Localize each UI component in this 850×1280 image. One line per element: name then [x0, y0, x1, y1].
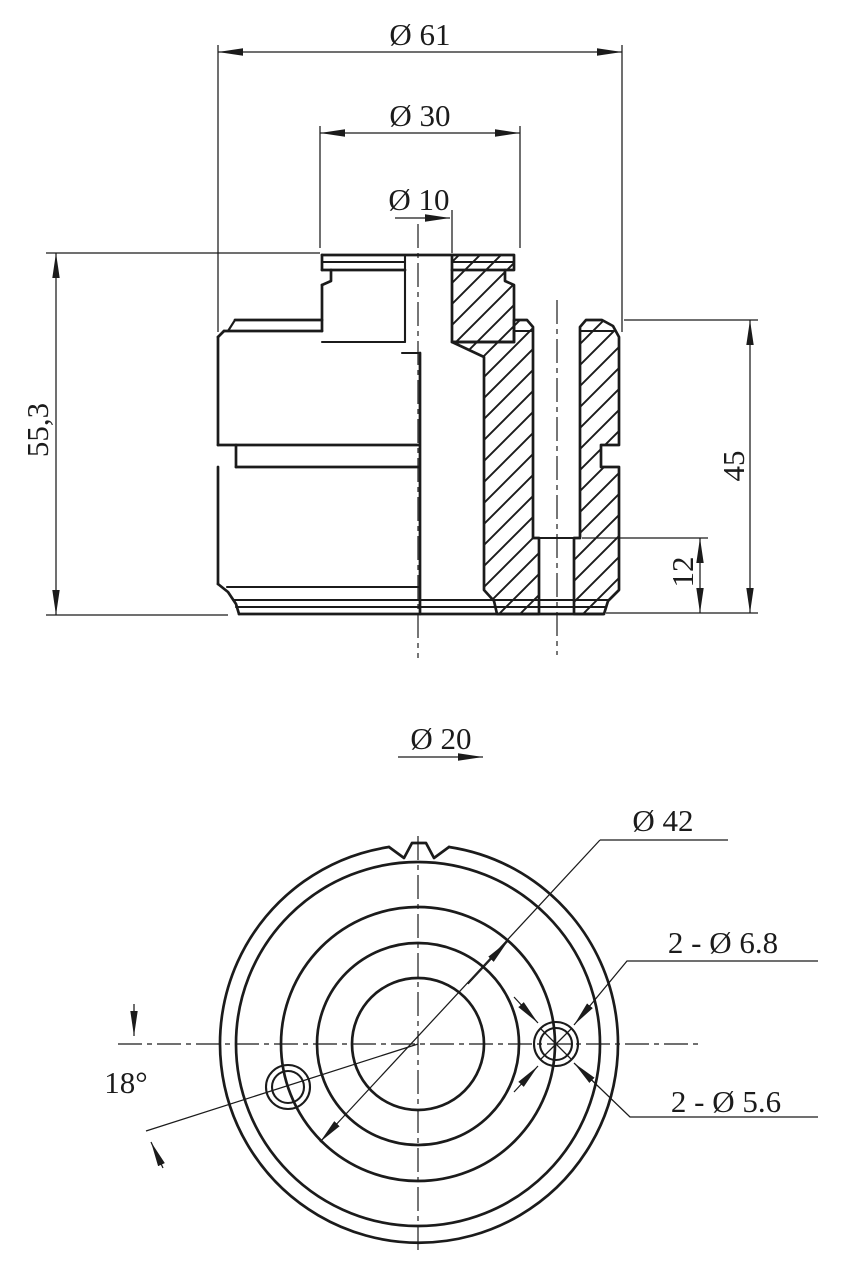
- dim-label-dia10: Ø 10: [388, 182, 449, 217]
- dim-label-45: 45: [716, 451, 751, 482]
- dim-label-553: 55,3: [20, 403, 55, 457]
- dim-label-18deg: 18°: [104, 1065, 147, 1100]
- boss-outline: [320, 253, 516, 355]
- outer-circle-dia61: [218, 845, 620, 1245]
- hatch-body-right-of-hole: [572, 318, 621, 616]
- bolt-hole-left: [264, 1063, 312, 1111]
- dim-label-dia42: Ø 42: [632, 803, 693, 838]
- body-outline: [216, 318, 615, 616]
- dim-total-height: 55,3: [20, 252, 320, 616]
- dim-label-68: 2 - Ø 6.8: [668, 925, 778, 960]
- dim-label-12: 12: [665, 557, 700, 588]
- dim-body-height: 45: [606, 319, 758, 614]
- dim-small-bore: Ø 10: [388, 182, 453, 253]
- dim-label-56: 2 - Ø 5.6: [671, 1084, 781, 1119]
- dim-through-holes: 2 - Ø 5.6: [513, 1062, 818, 1119]
- dim-counterbore-holes: 2 - Ø 6.8: [513, 925, 818, 1026]
- dim-label-dia20: Ø 20: [410, 721, 471, 756]
- section-view: Ø 61 Ø 30 Ø 10 55,3 45: [20, 17, 758, 761]
- dim-label-dia61: Ø 61: [389, 17, 450, 52]
- dim-main-bore: Ø 20: [398, 721, 483, 761]
- dim-bolt-circle: Ø 42: [319, 803, 728, 1143]
- dim-boss-diameter: Ø 30: [319, 98, 521, 248]
- dim-hole-angle: 18°: [104, 1004, 419, 1169]
- dim-outer-diameter: Ø 61: [217, 17, 623, 332]
- dim-label-dia30: Ø 30: [389, 98, 450, 133]
- bolt-hole-right: [532, 1020, 580, 1068]
- top-view: Ø 42 2 - Ø 6.8 2 - Ø 5.6 18°: [104, 803, 818, 1252]
- top-notches: [387, 841, 451, 860]
- hatch-body-left-of-hole: [450, 318, 541, 616]
- dim-hole-step-depth: 12: [582, 537, 708, 613]
- hatch-boss-section: [450, 253, 516, 344]
